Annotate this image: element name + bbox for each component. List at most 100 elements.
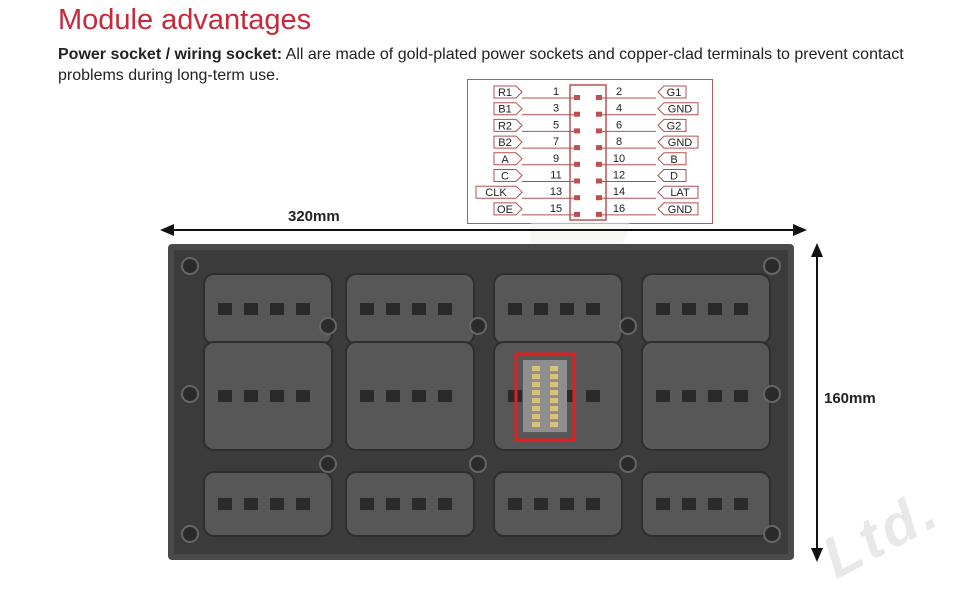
pin-tag-right [657, 85, 687, 99]
ic-chip [586, 390, 600, 402]
pin-label-right: G2 [667, 120, 682, 132]
mounting-hole [763, 257, 781, 275]
ic-chip [682, 303, 696, 315]
pin-label-left: A [501, 154, 509, 166]
pin-label-left: B1 [498, 104, 511, 116]
ic-chip [270, 498, 284, 510]
pin-tag-left [493, 152, 523, 166]
pcb-cell [345, 341, 475, 451]
pin-tag-left [493, 102, 523, 116]
pin-tag-right [657, 118, 687, 132]
ic-chip [412, 303, 426, 315]
pin-tag-left [493, 118, 523, 132]
pin-label-left: R1 [498, 87, 512, 99]
pin-number-even: 16 [613, 203, 625, 215]
ic-chip [412, 390, 426, 402]
ic-chip [734, 498, 748, 510]
mounting-hole [763, 385, 781, 403]
pin-label-right: LAT [670, 187, 690, 199]
pin-label-left: OE [497, 204, 513, 216]
module-svg [168, 244, 794, 560]
mounting-hole [469, 317, 487, 335]
pin-pad [596, 195, 602, 201]
pcb-cell [641, 471, 771, 537]
height-arrow-top [811, 243, 823, 257]
ic-chip [586, 498, 600, 510]
width-arrow-right [793, 224, 807, 236]
socket-pin [532, 382, 540, 387]
ic-chip [438, 390, 452, 402]
led-module-photo [168, 244, 794, 560]
ic-chip [438, 303, 452, 315]
ic-chip [412, 498, 426, 510]
ic-chip [682, 390, 696, 402]
pin-tag-left [493, 169, 523, 182]
pin-number-odd: 13 [550, 186, 562, 198]
pin-number-odd: 1 [553, 86, 559, 98]
socket-pin [550, 366, 558, 371]
ic-chip [586, 303, 600, 315]
socket-pin [532, 374, 540, 379]
pin-tag-left [493, 202, 523, 216]
pin-number-odd: 7 [553, 136, 559, 148]
pin-pad [574, 111, 580, 117]
socket-pin [550, 390, 558, 395]
ic-chip [708, 303, 722, 315]
pin-pad [596, 161, 602, 167]
pin-tag-right [657, 185, 699, 199]
ic-chip [270, 303, 284, 315]
socket-highlight [514, 352, 576, 442]
ic-chip [682, 498, 696, 510]
pin-number-even: 4 [616, 103, 622, 115]
pin-label-right: GND [668, 104, 693, 116]
pin-tag-right [657, 202, 699, 216]
mounting-hole [319, 455, 337, 473]
pin-tag-left [493, 135, 523, 149]
pin-pad [596, 145, 602, 151]
mounting-hole [469, 455, 487, 473]
socket-pin [532, 406, 540, 411]
ic-chip [734, 303, 748, 315]
section-title: Module advantages [58, 4, 312, 36]
pcb-cell [203, 341, 333, 451]
ic-chip [360, 390, 374, 402]
socket-pin [532, 366, 540, 371]
ic-chip [244, 498, 258, 510]
pin-label-right: D [670, 171, 678, 183]
pin-tag-left [475, 185, 523, 199]
pin-label-left: CLK [485, 187, 507, 199]
socket-pin [532, 398, 540, 403]
pin-number-even: 12 [613, 170, 625, 182]
pin-pad [596, 178, 602, 184]
mounting-hole [619, 317, 637, 335]
pin-tag-right [657, 152, 687, 166]
power-socket [523, 360, 567, 432]
pin-pad [574, 178, 580, 184]
ic-chip [360, 303, 374, 315]
pin-label-left: B2 [498, 137, 511, 149]
width-arrow-left [160, 224, 174, 236]
mounting-hole [181, 385, 199, 403]
pin-tag-left [493, 85, 523, 99]
ic-chip [534, 303, 548, 315]
ic-chip [534, 498, 548, 510]
ic-chip [218, 498, 232, 510]
pin-pad [574, 128, 580, 134]
ic-chip [438, 498, 452, 510]
pin-number-odd: 5 [553, 119, 559, 131]
mounting-hole [181, 525, 199, 543]
pin-pad [596, 111, 602, 117]
mounting-hole [181, 257, 199, 275]
ic-chip [508, 303, 522, 315]
pin-label-left: R2 [498, 120, 512, 132]
ic-chip [708, 498, 722, 510]
pin-label-right: GND [668, 204, 693, 216]
ic-chip [244, 303, 258, 315]
ic-chip [734, 390, 748, 402]
mounting-hole [763, 525, 781, 543]
socket-pin [550, 406, 558, 411]
